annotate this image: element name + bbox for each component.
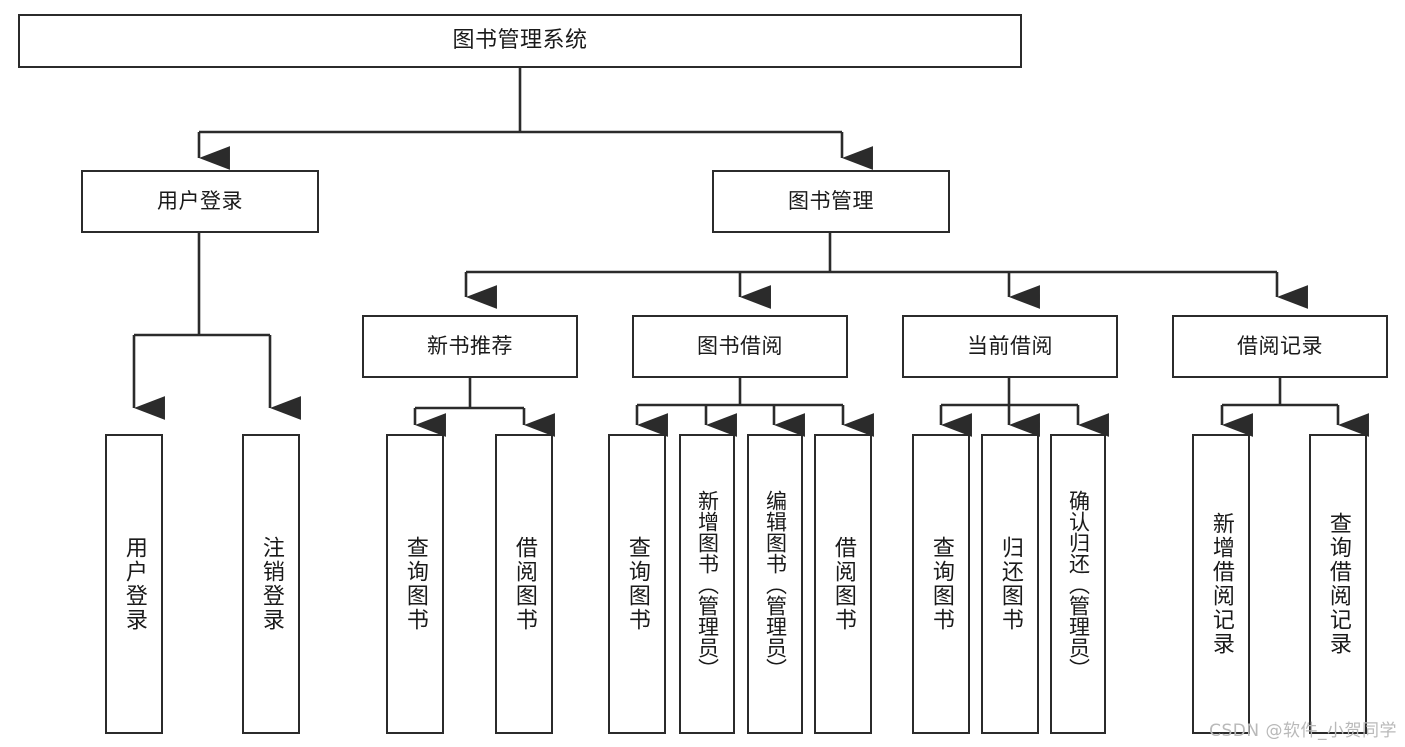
node-label: 新书推荐 xyxy=(427,333,513,358)
node-label: 用户登录 xyxy=(157,188,243,213)
leaf-borrow-book-recommendation[interactable]: 借阅图书 xyxy=(495,434,553,734)
leaf-add-borrow-record[interactable]: 新增借阅记录 xyxy=(1192,434,1250,734)
node-label: 归还图书 xyxy=(997,536,1023,632)
leaf-query-book-current[interactable]: 查询图书 xyxy=(912,434,970,734)
node-label: 图书借阅 xyxy=(697,333,783,358)
leaf-edit-book-admin[interactable]: 编辑图书（管理员） xyxy=(747,434,803,734)
node-label: 借阅图书 xyxy=(830,536,856,632)
node-label: 借阅图书 xyxy=(511,536,537,632)
node-label: 注销登录 xyxy=(258,536,284,632)
node-label: 编辑图书（管理员） xyxy=(763,489,788,679)
leaf-add-book-admin[interactable]: 新增图书（管理员） xyxy=(679,434,735,734)
node-label: 查询图书 xyxy=(928,536,954,632)
node-new-book-recommendation[interactable]: 新书推荐 xyxy=(362,315,578,378)
node-label: 新增借阅记录 xyxy=(1208,512,1234,656)
node-label: 查询图书 xyxy=(624,536,650,632)
node-label: 查询图书 xyxy=(402,536,428,632)
watermark-text: CSDN @软件_小贺同学 xyxy=(1209,721,1397,741)
leaf-query-book-borrow[interactable]: 查询图书 xyxy=(608,434,666,734)
leaf-user-login[interactable]: 用户登录 xyxy=(105,434,163,734)
node-label: 图书管理 xyxy=(788,188,874,213)
leaf-borrow-book[interactable]: 借阅图书 xyxy=(814,434,872,734)
leaf-query-borrow-record[interactable]: 查询借阅记录 xyxy=(1309,434,1367,734)
leaf-return-book[interactable]: 归还图书 xyxy=(981,434,1039,734)
node-label: 借阅记录 xyxy=(1237,333,1323,358)
node-label: 查询借阅记录 xyxy=(1325,512,1351,656)
node-borrowing-record[interactable]: 借阅记录 xyxy=(1172,315,1388,378)
node-book-borrowing[interactable]: 图书借阅 xyxy=(632,315,848,378)
node-label: 新增图书（管理员） xyxy=(695,489,720,679)
node-user-login[interactable]: 用户登录 xyxy=(81,170,319,233)
leaf-logout-login[interactable]: 注销登录 xyxy=(242,434,300,734)
node-label: 当前借阅 xyxy=(967,333,1053,358)
leaf-query-book-recommendation[interactable]: 查询图书 xyxy=(386,434,444,734)
node-current-borrowing[interactable]: 当前借阅 xyxy=(902,315,1118,378)
node-label: 用户登录 xyxy=(121,536,147,632)
node-label: 确认归还（管理员） xyxy=(1066,489,1091,679)
leaf-confirm-return-admin[interactable]: 确认归还（管理员） xyxy=(1050,434,1106,734)
node-label: 图书管理系统 xyxy=(452,27,588,53)
node-book-management-system[interactable]: 图书管理系统 xyxy=(18,14,1022,68)
node-book-management[interactable]: 图书管理 xyxy=(712,170,950,233)
